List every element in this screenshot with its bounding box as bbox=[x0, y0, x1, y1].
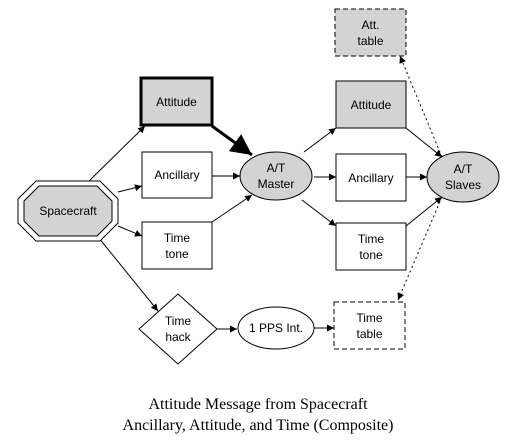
node-spacecraft: Spacecraft bbox=[17, 180, 119, 242]
caption-line2: Ancillary, Attitude, and Time (Composite… bbox=[123, 417, 394, 434]
at-slaves-line1: A/T bbox=[454, 162, 473, 176]
time-hack-line2: hack bbox=[165, 330, 191, 344]
time-tone-input-line1: Time bbox=[164, 231, 191, 245]
edge-slaves-timetable bbox=[397, 196, 443, 301]
time-tone-output-line2: tone bbox=[359, 248, 383, 262]
edge-timetone-master bbox=[211, 194, 253, 223]
attitude-output-label: Attitude bbox=[351, 98, 392, 112]
time-tone-input-line2: tone bbox=[165, 247, 189, 261]
node-attitude-output: Attitude bbox=[335, 80, 407, 129]
edge-timetone-slaves bbox=[405, 196, 443, 227]
time-table-line1: Time bbox=[356, 311, 383, 325]
time-tone-output-line1: Time bbox=[358, 232, 385, 246]
node-ancillary-output: Ancillary bbox=[335, 153, 407, 202]
time-hack-line1: Time bbox=[165, 314, 192, 328]
node-pps-int: 1 PPS Int. bbox=[237, 306, 315, 350]
edge-master-timetone bbox=[301, 199, 337, 227]
pps-int-label: 1 PPS Int. bbox=[249, 321, 303, 335]
node-time-tone-output: Time tone bbox=[335, 222, 407, 271]
edge-spacecraft-attitude bbox=[85, 125, 146, 185]
node-attitude-input: Attitude bbox=[139, 76, 214, 127]
node-ancillary-input: Ancillary bbox=[141, 151, 213, 199]
edge-spacecraft-ancillary bbox=[117, 184, 143, 193]
att-table-line2: table bbox=[357, 34, 383, 48]
edge-slaves-atttable bbox=[399, 55, 443, 158]
time-table-line2: table bbox=[356, 327, 382, 341]
ancillary-output-label: Ancillary bbox=[348, 171, 393, 185]
spacecraft-label: Spacecraft bbox=[39, 204, 97, 218]
node-time-tone-input: Time tone bbox=[141, 221, 213, 270]
at-master-line2: Master bbox=[258, 177, 295, 191]
edges bbox=[85, 55, 443, 333]
att-table-line1: Att. bbox=[361, 18, 379, 32]
attitude-input-label: Attitude bbox=[156, 95, 197, 109]
node-att-table: Att. table bbox=[334, 8, 407, 57]
node-time-hack: Time hack bbox=[138, 293, 218, 365]
at-slaves-line2: Slaves bbox=[445, 178, 481, 192]
edge-spacecraft-timehack bbox=[93, 231, 159, 312]
at-master-line1: A/T bbox=[267, 161, 286, 175]
edge-master-attitude bbox=[303, 127, 337, 153]
node-time-table: Time table bbox=[333, 301, 406, 350]
node-at-master: A/T Master bbox=[239, 151, 313, 201]
edge-attitude-master bbox=[211, 124, 253, 157]
caption-line1: Attitude Message from Spacecraft bbox=[148, 396, 368, 413]
node-at-slaves: A/T Slaves bbox=[426, 151, 500, 203]
ancillary-input-label: Ancillary bbox=[154, 168, 199, 182]
edge-spacecraft-timetone bbox=[117, 225, 143, 237]
edge-attitude-slaves bbox=[405, 127, 443, 158]
